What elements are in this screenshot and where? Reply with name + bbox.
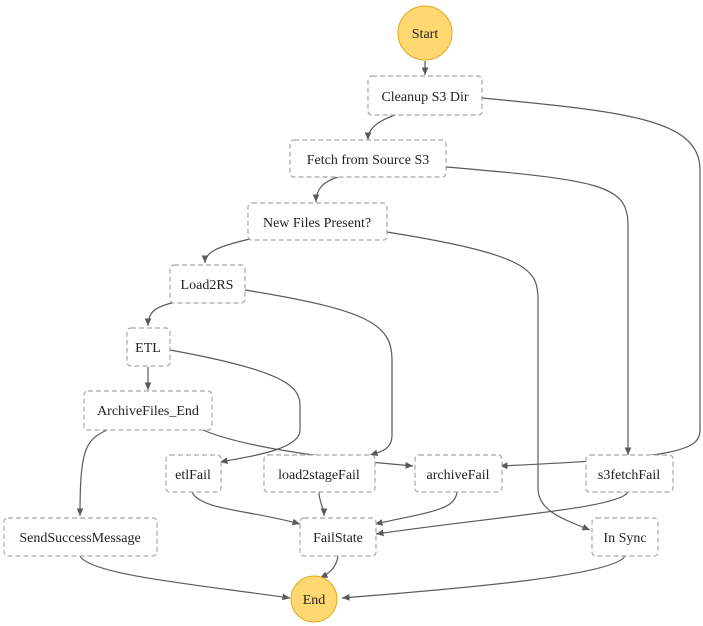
archivefail-box: [414, 454, 503, 493]
edge-load2stagefail-failstate: [318, 491, 328, 517]
insync-box: [591, 517, 659, 557]
start-label: Start: [412, 27, 439, 42]
newfiles-label: New Files Present?: [263, 216, 371, 231]
edge-archivefail-failstate: [374, 491, 458, 526]
fetch-box: [289, 139, 447, 178]
archivefail-label: archiveFail: [427, 468, 490, 483]
etlfail-label: etlFail: [175, 468, 211, 483]
node-s3fetchfail[interactable]: s3fetchFail: [585, 454, 674, 493]
node-in-sync[interactable]: In Sync: [591, 517, 659, 557]
newfiles-box: [247, 202, 388, 241]
edge-cleanup-archivefail: [481, 97, 701, 470]
node-archivefail[interactable]: archiveFail: [414, 454, 503, 493]
node-start[interactable]: Start: [397, 5, 453, 61]
etl-label: ETL: [135, 341, 161, 356]
node-etl[interactable]: ETL: [126, 327, 171, 367]
edge-fetch-s3fetchfail: [445, 166, 632, 455]
node-archivefiles-end[interactable]: ArchiveFiles_End: [83, 390, 213, 431]
etl-box: [126, 327, 171, 367]
edge-etl-etlfail: [169, 349, 301, 465]
edge-failstate-end: [319, 555, 339, 579]
edge-newfiles-insync: [386, 231, 591, 531]
start-circle: [397, 5, 453, 61]
edges: [76, 61, 701, 601]
edge-load2rs-etl: [144, 301, 176, 327]
archive-end-label: ArchiveFiles_End: [97, 404, 199, 419]
edge-etlfail-failstate: [191, 491, 301, 526]
failstate-label: FailState: [313, 531, 363, 546]
edge-newfiles-load2rs: [201, 238, 251, 264]
sendsuccess-box: [3, 517, 158, 557]
load2stagefail-label: load2stageFail: [278, 468, 360, 483]
s3fetchfail-box: [585, 454, 674, 493]
edge-insync-end: [341, 555, 626, 601]
edge-s3fetchfail-failstate: [375, 491, 629, 537]
node-load2rs[interactable]: Load2RS: [169, 264, 246, 304]
etlfail-box: [165, 454, 222, 493]
archive-end-box: [83, 390, 213, 431]
edge-archive-end-sendsuccess: [76, 429, 108, 517]
nodes: Start Cleanup S3 Dir Fetch from Source S…: [3, 5, 674, 623]
sendsuccess-label: SendSuccessMessage: [19, 531, 140, 546]
node-fetch-from-source-s3[interactable]: Fetch from Source S3: [289, 139, 447, 178]
insync-label: In Sync: [603, 531, 646, 546]
edge-cleanup-fetch: [364, 114, 396, 141]
edge-load2rs-load2stagefail: [244, 289, 393, 457]
load2rs-label: Load2RS: [181, 278, 234, 293]
end-label: End: [303, 593, 326, 608]
edge-sendsuccess-end: [79, 555, 291, 601]
node-failstate[interactable]: FailState: [299, 517, 377, 557]
node-load2stagefail[interactable]: load2stageFail: [263, 454, 376, 493]
edge-archive-end-archivefail: [202, 429, 414, 469]
cleanup-label: Cleanup S3 Dir: [381, 90, 468, 105]
node-cleanup-s3-dir[interactable]: Cleanup S3 Dir: [367, 75, 483, 116]
node-end[interactable]: End: [290, 575, 338, 623]
node-new-files-present[interactable]: New Files Present?: [247, 202, 388, 241]
load2rs-box: [169, 264, 246, 304]
failstate-box: [299, 517, 377, 557]
node-sendsuccessmessage[interactable]: SendSuccessMessage: [3, 517, 158, 557]
fetch-label: Fetch from Source S3: [307, 153, 429, 168]
cleanup-box: [367, 75, 483, 116]
s3fetchfail-label: s3fetchFail: [598, 468, 660, 483]
end-circle: [290, 575, 338, 623]
node-etlfail[interactable]: etlFail: [165, 454, 222, 493]
edge-fetch-newfiles: [312, 176, 339, 203]
load2stagefail-box: [263, 454, 376, 493]
